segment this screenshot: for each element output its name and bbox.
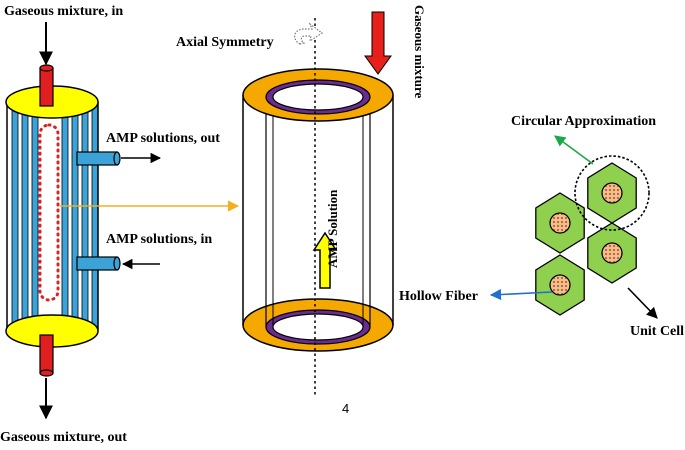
curved-arrow-icon (294, 22, 324, 45)
gas-flow-arrow (364, 11, 392, 75)
unit-cell-pointer (627, 287, 658, 319)
top-gas-port (39, 67, 54, 107)
amp-inlet-port (76, 256, 118, 271)
annular-cylinder: Axial Symmetry Gaseous mixture AMP Solut… (176, 5, 427, 416)
axial-symmetry-label: Axial Symmetry (176, 35, 274, 50)
highlighted-fiber (38, 123, 60, 302)
fiber-tube (31, 102, 39, 330)
unit-cell-label: Unit Cell (630, 324, 684, 339)
hollow-fiber-cross-section (549, 274, 571, 296)
gas-outlet-label: Gaseous mixture, out (0, 430, 127, 445)
amp-outlet-label: AMP solutions, out (106, 131, 220, 146)
fiber-tube (91, 102, 98, 330)
bottom-gas-port (39, 334, 54, 374)
amp-flow-arrow (312, 231, 338, 289)
amp-inlet-label: AMP solutions, in (106, 232, 212, 247)
circular-approximation-label: Circular Approximation (511, 114, 656, 129)
amp-outlet-port (76, 151, 118, 166)
gas-inlet-label: Gaseous mixture, in (4, 4, 123, 19)
hollow-fiber-cross-section (549, 212, 571, 234)
fiber-tube (71, 102, 79, 330)
circular-approximation-pointer (554, 135, 594, 165)
page-number: 4 (342, 401, 349, 416)
unit-cell-array: Circular Approximation Hollow Fiber Unit… (399, 114, 684, 339)
fiber-tube (81, 102, 89, 330)
hollow-fiber-cross-section (601, 242, 623, 264)
hollow-fiber-module: Gaseous mixture, in Gaseous mixture, out… (0, 4, 240, 445)
amp-solution-vertical-label: AMP Solution (325, 189, 340, 268)
fiber-tube (61, 102, 69, 330)
fiber-tube (11, 102, 19, 330)
hollow-fiber-pointer (489, 288, 553, 301)
hollow-fiber-cross-section (601, 182, 623, 204)
hollow-fiber-label: Hollow Fiber (399, 289, 478, 304)
circular-approximation-circle (574, 155, 650, 231)
gaseous-mixture-vertical-label: Gaseous mixture (412, 5, 427, 99)
fiber-tube (21, 102, 29, 330)
